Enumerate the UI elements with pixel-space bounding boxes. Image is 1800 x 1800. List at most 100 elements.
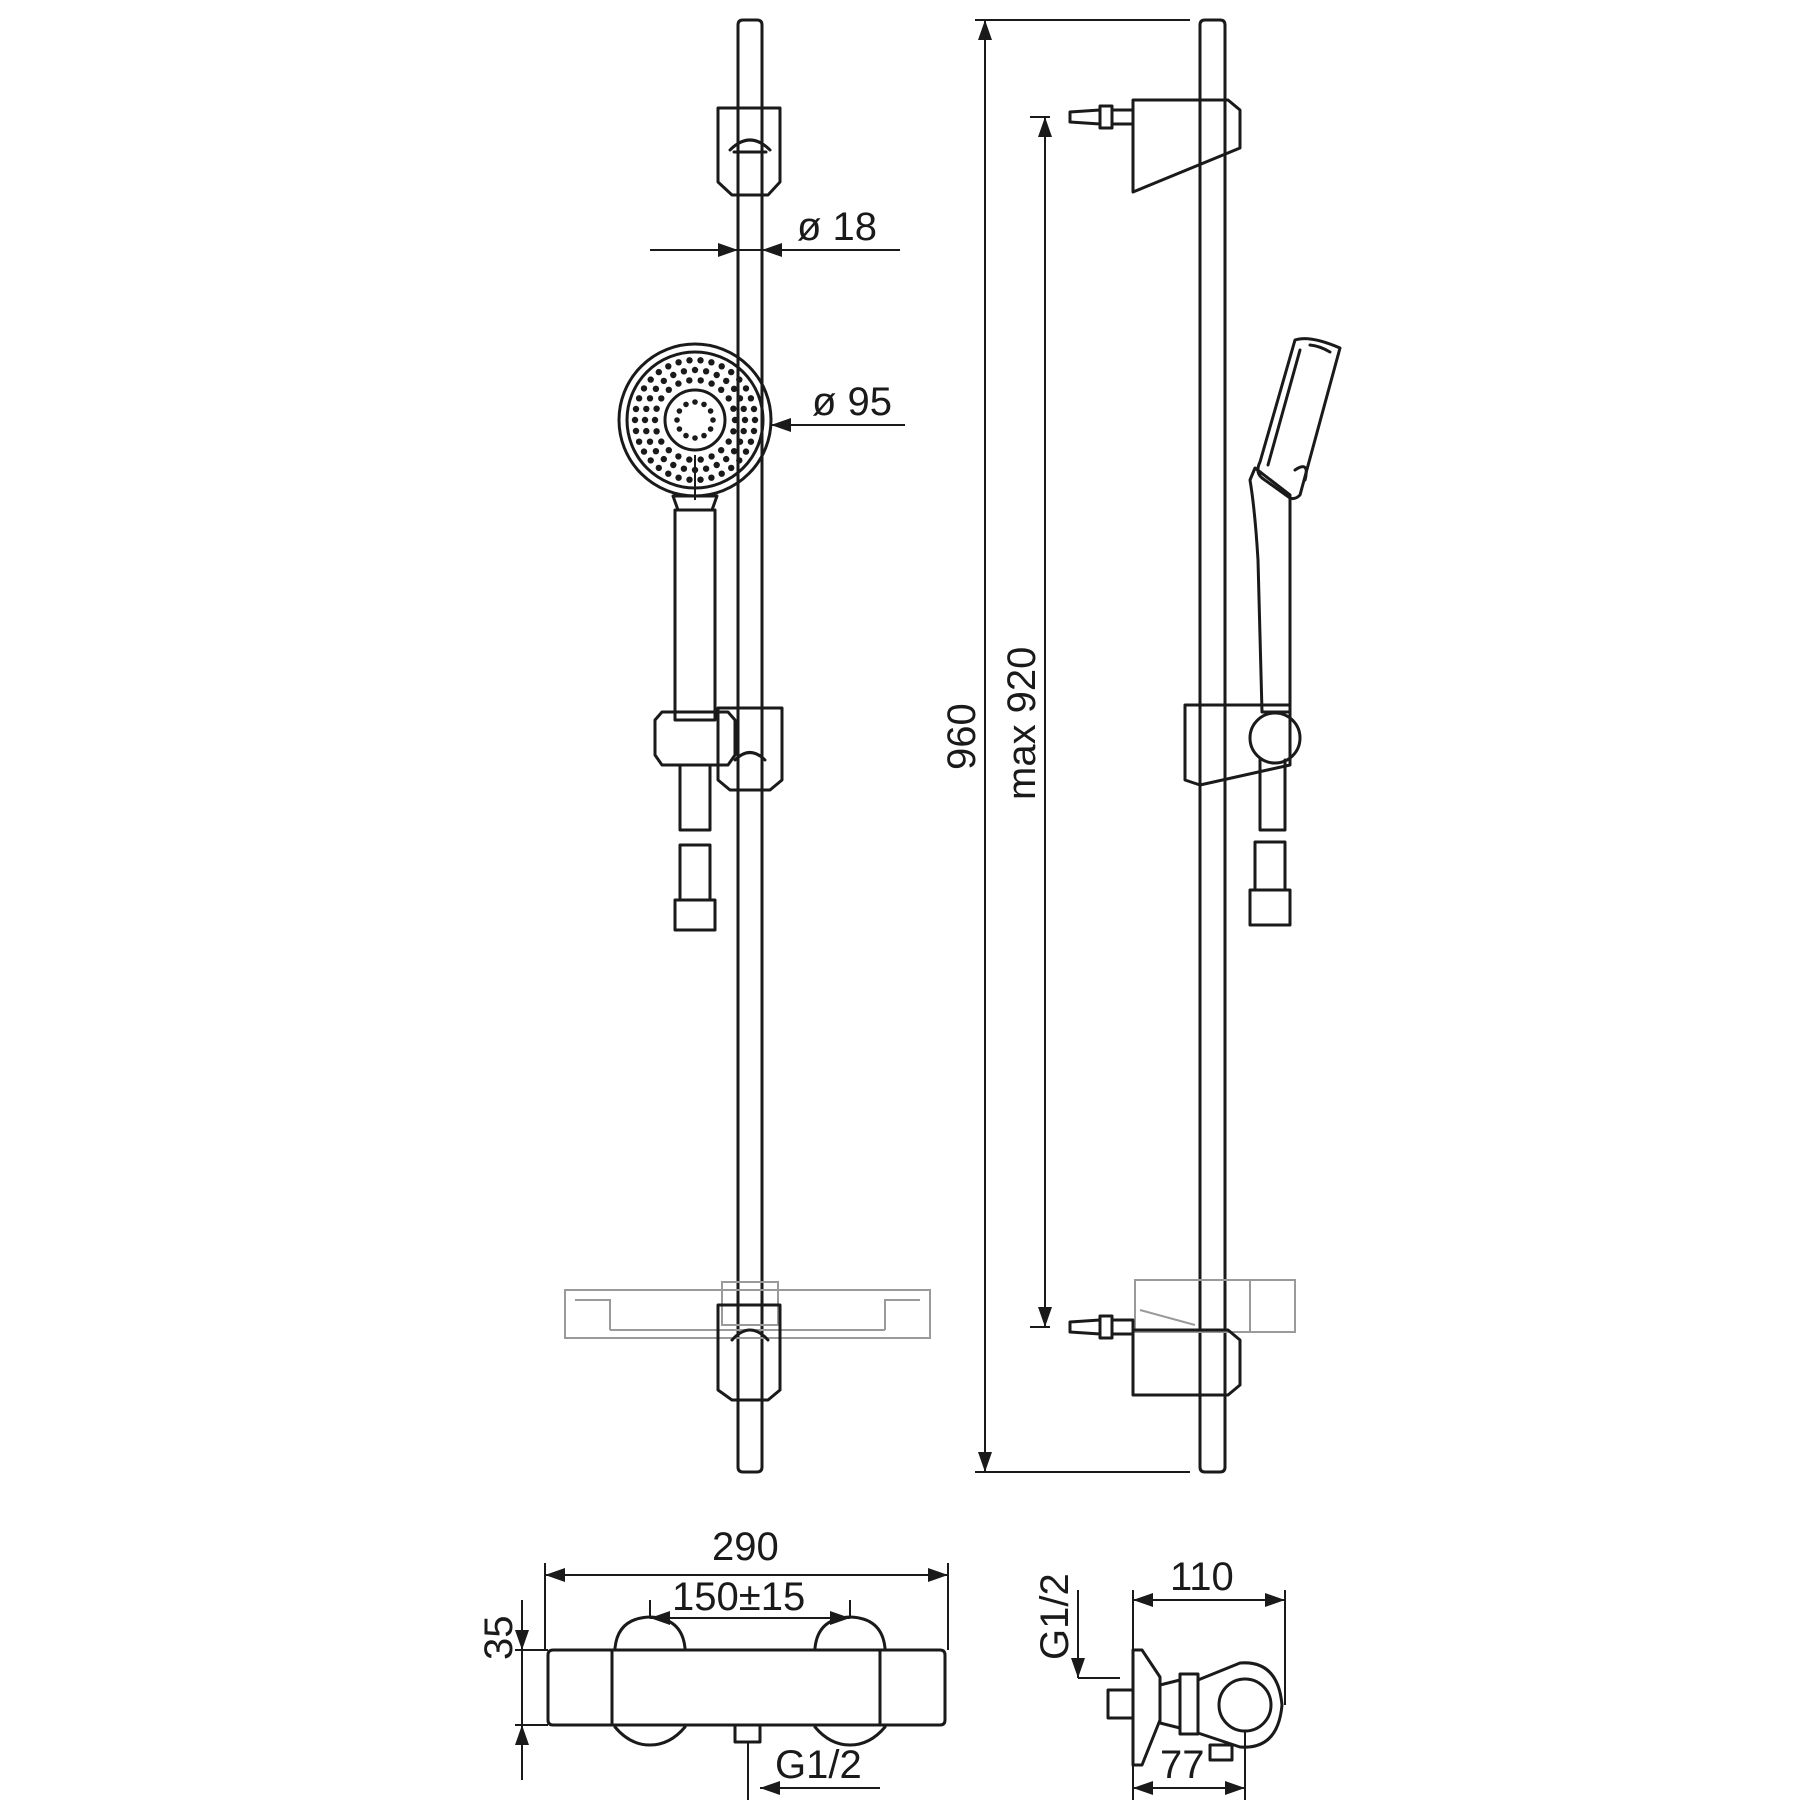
nozzle-dot	[730, 428, 737, 435]
dimension-mixer-width: 290	[544, 1525, 949, 1650]
nozzle-dot	[731, 416, 739, 424]
nozzle-dot	[702, 465, 710, 472]
nozzle-dot	[742, 448, 750, 455]
nozzle-dot	[747, 438, 755, 445]
nozzle-dot	[697, 357, 704, 364]
dimension-head-diameter: ø 95	[771, 380, 905, 432]
mixer-connector	[1158, 1672, 1200, 1736]
label-mixer-height: 35	[477, 1616, 521, 1661]
nozzle-dot	[701, 401, 707, 408]
nozzle-dot	[742, 385, 750, 392]
nozzle-dot	[651, 416, 659, 424]
riser-rail-front	[736, 18, 764, 1474]
nozzle-dot	[658, 395, 665, 402]
nozzle-dot	[736, 438, 744, 445]
nozzle-dot	[697, 377, 704, 384]
nozzle-dot	[675, 453, 682, 460]
nozzle-dot	[675, 380, 682, 387]
nozzle-dot	[653, 428, 660, 435]
nozzle-dot	[652, 448, 660, 455]
label-head-diameter: ø 95	[812, 380, 892, 424]
nozzle-dot	[686, 377, 693, 384]
nozzle-dot	[708, 359, 715, 366]
label-max-mount-spacing: max 920	[1000, 647, 1044, 800]
nozzle-dot	[643, 405, 650, 413]
nozzle-dot	[730, 405, 737, 412]
nozzle-dot	[701, 432, 707, 439]
nozzle-dot	[751, 416, 759, 424]
hand-shower-head-side	[1256, 337, 1342, 501]
nozzle-dot	[675, 474, 682, 481]
nozzle-dot	[647, 457, 654, 464]
side-view	[1030, 18, 1342, 1474]
mixer-wall-flange	[1131, 1648, 1162, 1767]
top-wall-plug	[1068, 104, 1135, 130]
riser-rail-side	[1198, 18, 1227, 1474]
nozzle-dot	[702, 368, 710, 375]
nozzle-dot	[665, 447, 672, 454]
nozzle-dot	[728, 368, 735, 376]
nozzle-dot	[635, 395, 643, 402]
soap-dish-front	[564, 1289, 931, 1339]
label-mixer-width: 290	[712, 1525, 779, 1569]
dimension-total-height: 960	[940, 19, 1190, 1473]
dimension-wall-offset: 77	[1132, 1730, 1246, 1800]
label-mixer-depth: 110	[1170, 1555, 1234, 1599]
nozzle-dot	[635, 438, 643, 445]
bottom-wall-plug	[1068, 1314, 1135, 1340]
nozzle-dot	[708, 453, 715, 460]
nozzle-dot	[736, 376, 743, 383]
mixer-left-inlet	[613, 1615, 687, 1650]
nozzle-dot	[641, 416, 649, 424]
nozzle-dot	[686, 476, 693, 483]
nozzle-dot	[736, 395, 744, 402]
nozzle-dot	[653, 405, 660, 412]
nozzle-dot	[740, 427, 747, 435]
nozzle-dot	[646, 395, 654, 402]
nozzle-dot	[643, 427, 650, 435]
nozzle-dot	[718, 447, 725, 454]
nozzle-dot	[691, 366, 699, 374]
nozzle-dot	[713, 461, 720, 469]
nozzle-dot	[655, 464, 662, 472]
label-wall-offset: 77	[1160, 1743, 1205, 1787]
nozzle-dot	[680, 465, 688, 472]
nozzle-dot	[683, 401, 689, 408]
nozzle-dot	[632, 405, 640, 413]
nozzle-dot	[670, 461, 677, 469]
mixer-body-side	[1196, 1661, 1284, 1749]
nozzle-dot	[676, 426, 683, 432]
top-bracket-side	[1131, 98, 1242, 194]
nozzle-dot	[718, 470, 725, 477]
mixer-outlet	[733, 1723, 762, 1744]
nozzle-dot	[660, 377, 667, 385]
mixer-right-inlet	[813, 1615, 887, 1650]
nozzle-dot	[680, 368, 688, 375]
hose-front	[678, 763, 712, 902]
nozzle-dot	[741, 416, 749, 424]
dimension-max-mount-spacing: max 920	[1000, 117, 1052, 1327]
slider-holder-front	[653, 710, 737, 767]
mixer-body-front	[546, 1648, 947, 1727]
nozzle-dot	[652, 385, 660, 392]
dimension-mixer-height: 35	[477, 1600, 548, 1780]
label-inlet-spacing: 150±15	[672, 1575, 805, 1619]
nozzle-dot	[692, 399, 698, 405]
nozzle-dot	[674, 417, 680, 423]
top-bracket-front	[716, 106, 782, 197]
nozzle-dot	[707, 408, 714, 414]
nozzle-dot	[723, 455, 730, 463]
nozzle-dot	[708, 380, 715, 387]
nozzle-dot	[632, 427, 640, 435]
dimension-bar-diameter: ø 18	[650, 205, 900, 257]
label-total-height: 960	[940, 703, 984, 770]
nozzle-dot	[710, 417, 716, 423]
bottom-bracket-side	[1131, 1328, 1242, 1397]
nozzle-dot	[750, 427, 758, 435]
nozzle-dot	[683, 432, 689, 439]
nozzle-dot	[723, 377, 730, 385]
nozzle-dot	[655, 368, 662, 376]
nozzle-dot	[647, 376, 654, 383]
nozzle-dot	[665, 386, 672, 393]
